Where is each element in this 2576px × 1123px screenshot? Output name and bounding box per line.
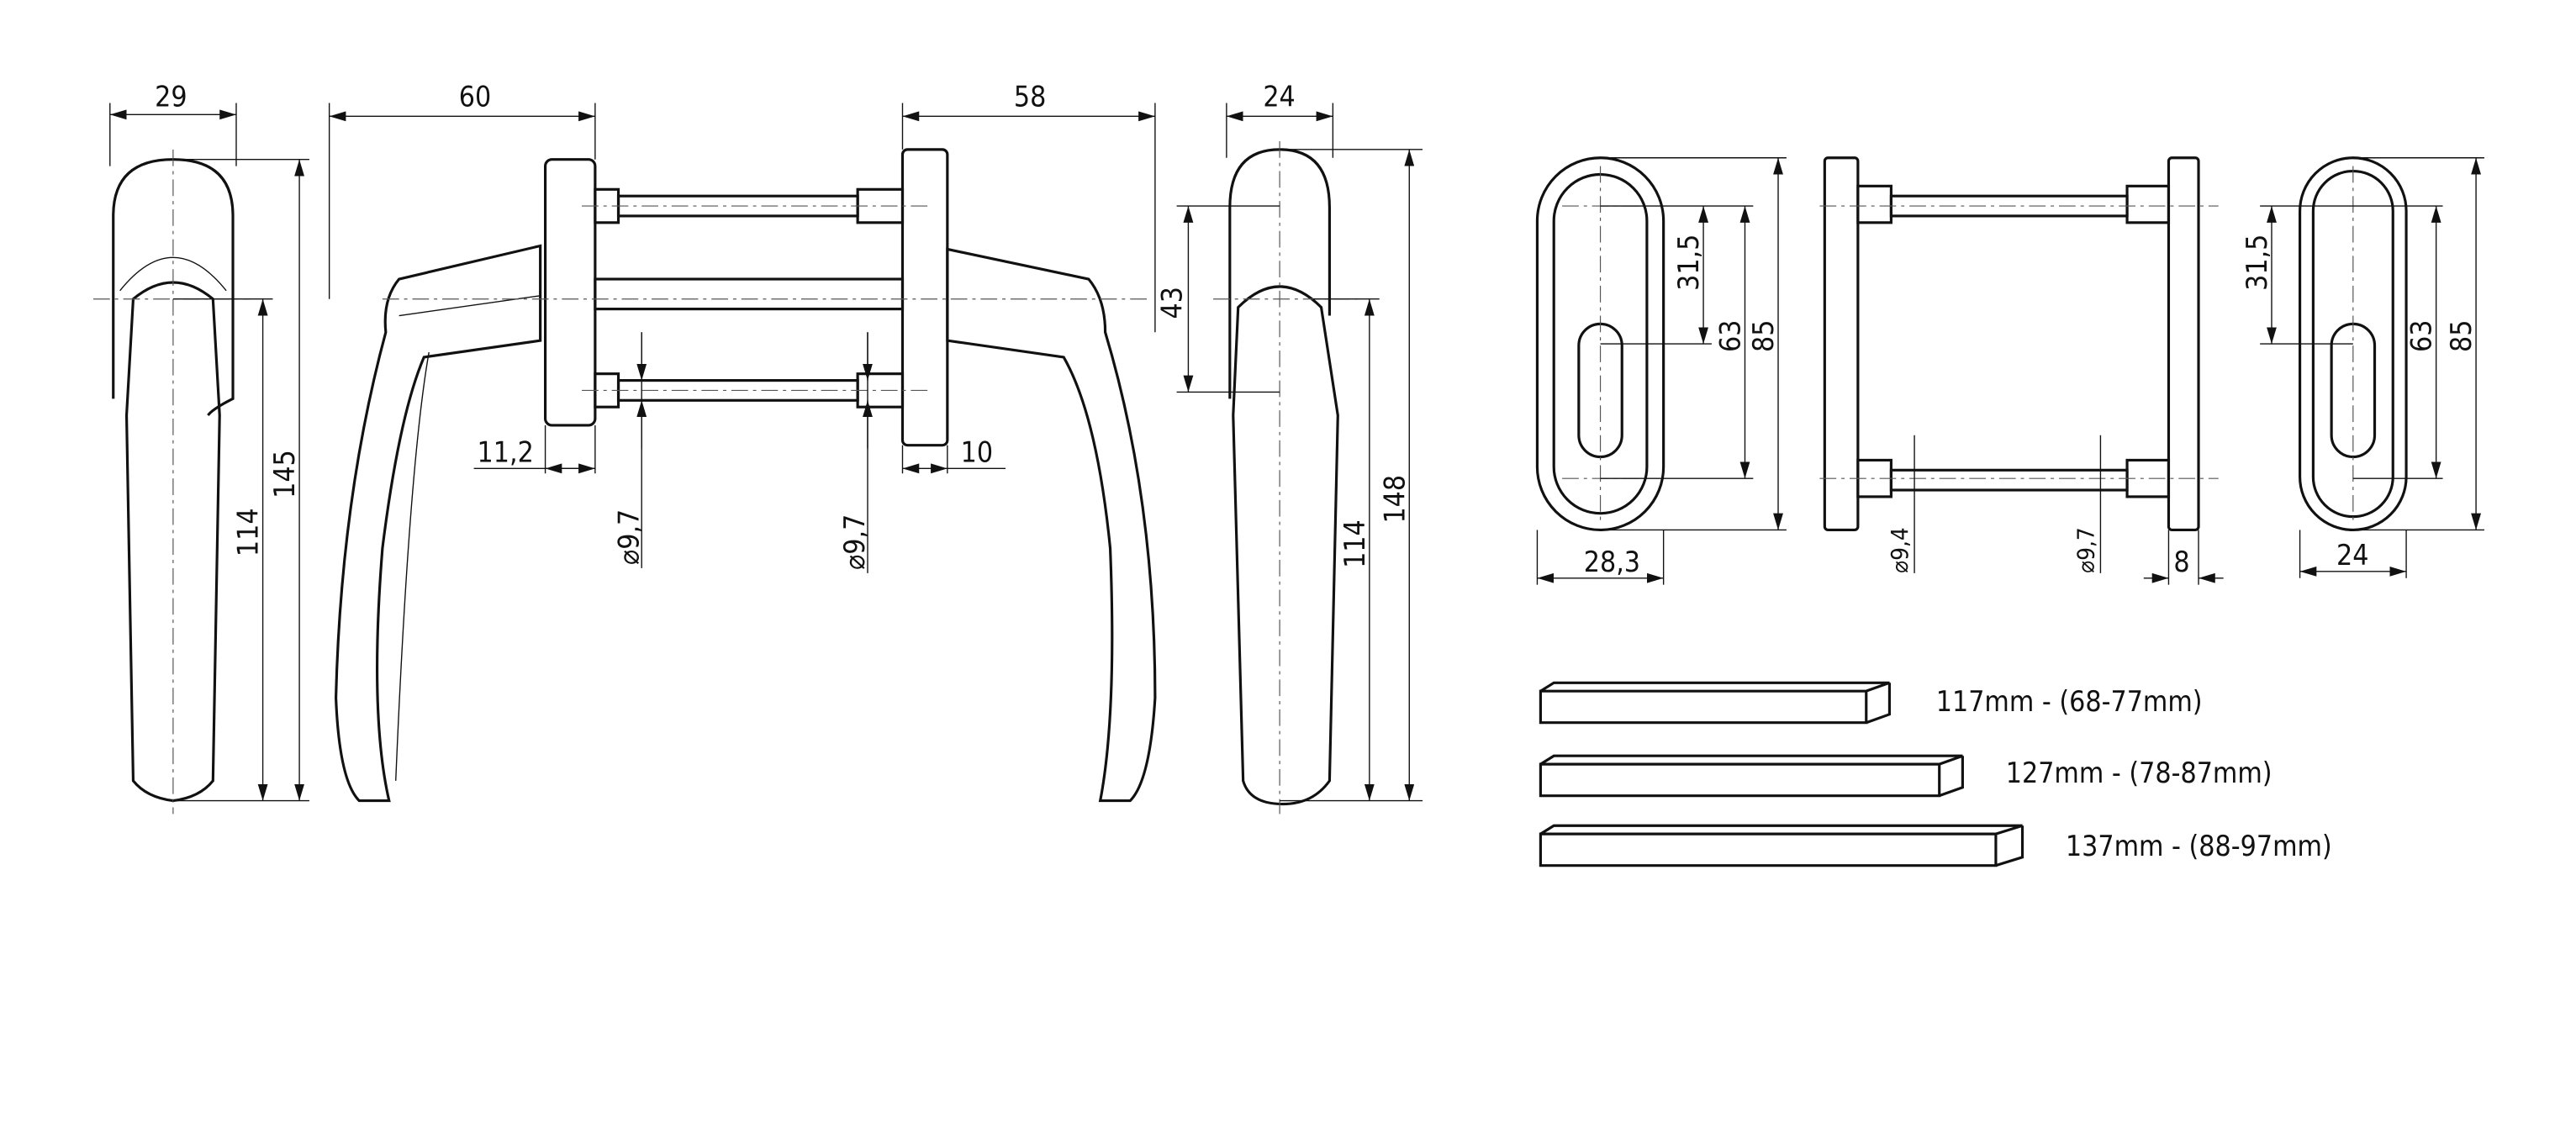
rosette-front-view: 31,5 63 85 28,3: [1535, 156, 1787, 585]
dim-screw-diameter-left: ⌀9,7: [612, 509, 645, 565]
dim-left-reach: 60: [459, 80, 491, 113]
dim-lever-height: 114: [232, 508, 265, 556]
dim-spindle-offset: 43: [1156, 287, 1189, 319]
spindle-label: 127mm - (78-87mm): [2006, 757, 2272, 789]
dim-rose-depth-left: 11,2: [478, 435, 534, 468]
dim-total-height: 145: [268, 450, 301, 498]
spindle-117: 117mm - (68-77mm): [1539, 681, 2203, 725]
dim-screw-diameter-left: ⌀9,4: [1886, 527, 1914, 573]
dim-hole-spacing: 63: [1714, 320, 1747, 352]
dim-upper-offset: 31,5: [2241, 235, 2273, 291]
dim-screw-diameter-right: ⌀9,7: [2072, 527, 2100, 573]
dim-width: 24: [2336, 539, 2368, 572]
dim-width: 29: [155, 80, 187, 113]
dim-right-reach: 58: [1014, 80, 1046, 113]
dim-height: 85: [2445, 320, 2478, 352]
dim-width: 24: [1263, 80, 1295, 113]
dim-height: 85: [1747, 320, 1780, 352]
dim-total-height: 148: [1378, 475, 1411, 524]
dim-width: 28,3: [1584, 546, 1640, 578]
handle-side-profile: 24 43 148 114: [1156, 80, 1423, 815]
dim-lever-height: 114: [1338, 519, 1371, 568]
handle-front-view: 29 145 114: [93, 80, 309, 815]
dim-screw-diameter-right: ⌀9,7: [838, 514, 871, 570]
dim-rose-depth-right: 10: [961, 435, 993, 468]
spindle-127: 127mm - (78-87mm): [1539, 754, 2272, 798]
spindle-label: 117mm - (68-77mm): [1936, 685, 2203, 718]
rosette-back-view: 31,5 63 85 24: [2241, 156, 2484, 578]
dim-thickness: 8: [2173, 546, 2189, 578]
spindle-label: 137mm - (88-97mm): [2066, 830, 2332, 862]
rosette-section-view: ⌀9,4 ⌀9,7 8: [1819, 156, 2224, 585]
dim-hole-spacing: 63: [2405, 320, 2438, 352]
spindle-137: 137mm - (88-97mm): [1539, 824, 2332, 867]
handle-side-view: 60 58 11,2 10 ⌀9,7 ⌀9,7: [328, 80, 1157, 803]
dim-upper-offset: 31,5: [1672, 235, 1705, 291]
